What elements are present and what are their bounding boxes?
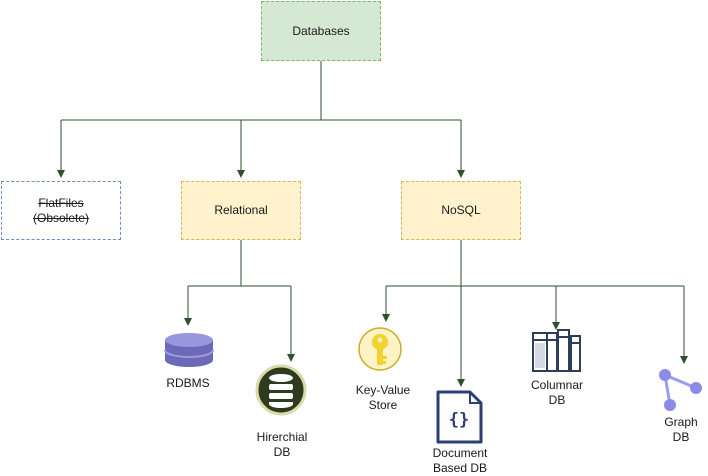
key-icon bbox=[358, 327, 402, 371]
keyvalue-line1: Key-Value bbox=[355, 383, 411, 397]
keyvalue-line2: Store bbox=[368, 398, 398, 412]
document-icon: {} bbox=[436, 390, 483, 444]
document-line2: Based DB bbox=[432, 461, 488, 475]
rdbms-text: RDBMS bbox=[166, 376, 210, 390]
node-nosql[interactable]: NoSQL bbox=[401, 181, 521, 240]
leaf-columnar-label: Columnar DB bbox=[522, 378, 592, 408]
leaf-document-label: Document Based DB bbox=[424, 446, 496, 476]
graph-line2: DB bbox=[672, 430, 690, 444]
leaf-graph-label: Graph DB bbox=[656, 415, 706, 445]
leaf-keyvalue-label: Key-Value Store bbox=[348, 383, 418, 413]
hierarchical-db-icon bbox=[255, 364, 307, 416]
graph-line1: Graph bbox=[664, 415, 698, 429]
node-flatfiles-label: FlatFiles (Obsolete) bbox=[33, 196, 89, 226]
node-relational-label: Relational bbox=[214, 203, 268, 217]
columnar-icon bbox=[532, 329, 581, 372]
svg-text:{}: {} bbox=[449, 410, 469, 430]
node-databases[interactable]: Databases bbox=[261, 1, 381, 61]
columnar-line1: Columnar bbox=[530, 378, 584, 392]
columnar-line2: DB bbox=[548, 393, 566, 407]
database-cylinder-icon bbox=[164, 333, 214, 367]
leaf-rdbms-label: RDBMS bbox=[163, 376, 213, 391]
flatfiles-line2: (Obsolete) bbox=[32, 210, 90, 225]
node-relational[interactable]: Relational bbox=[181, 181, 301, 240]
document-line1: Document bbox=[432, 446, 488, 460]
flatfiles-line1: FlatFiles bbox=[38, 195, 84, 210]
graph-icon bbox=[659, 369, 702, 411]
hier-line2: DB bbox=[273, 445, 291, 459]
hier-line1: Hirerchial bbox=[256, 430, 308, 444]
node-databases-label: Databases bbox=[292, 23, 350, 38]
edges bbox=[57, 61, 688, 387]
node-flatfiles[interactable]: FlatFiles (Obsolete) bbox=[1, 181, 121, 240]
node-nosql-label: NoSQL bbox=[441, 203, 481, 217]
leaf-hierarchical-label: Hirerchial DB bbox=[251, 430, 313, 460]
